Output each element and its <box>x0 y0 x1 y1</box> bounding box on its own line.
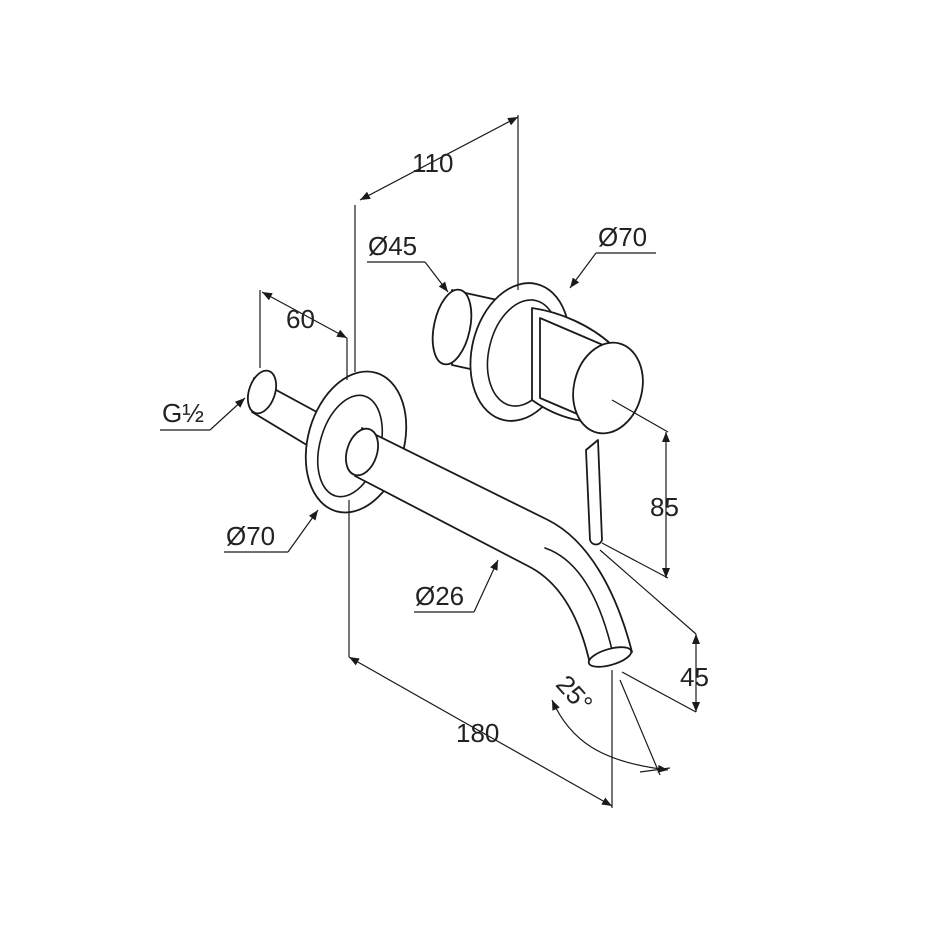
dia-26-label: Ø26 <box>415 581 464 611</box>
dia-70-left-label: Ø70 <box>226 521 275 551</box>
dimension-lines <box>259 115 700 808</box>
mixer-body <box>431 282 644 546</box>
dia-45-label: Ø45 <box>368 231 417 261</box>
dim-45-label: 45 <box>680 662 709 692</box>
spout <box>246 369 633 668</box>
thread-label: G½ <box>162 398 204 428</box>
dim-180-label: 180 <box>456 718 499 748</box>
dim-110-label: 110 <box>412 148 453 178</box>
dia-70-top-label: Ø70 <box>598 222 647 252</box>
dim-85-label: 85 <box>650 492 679 522</box>
dim-60-label: 60 <box>286 304 315 334</box>
leader-lines <box>160 252 656 613</box>
